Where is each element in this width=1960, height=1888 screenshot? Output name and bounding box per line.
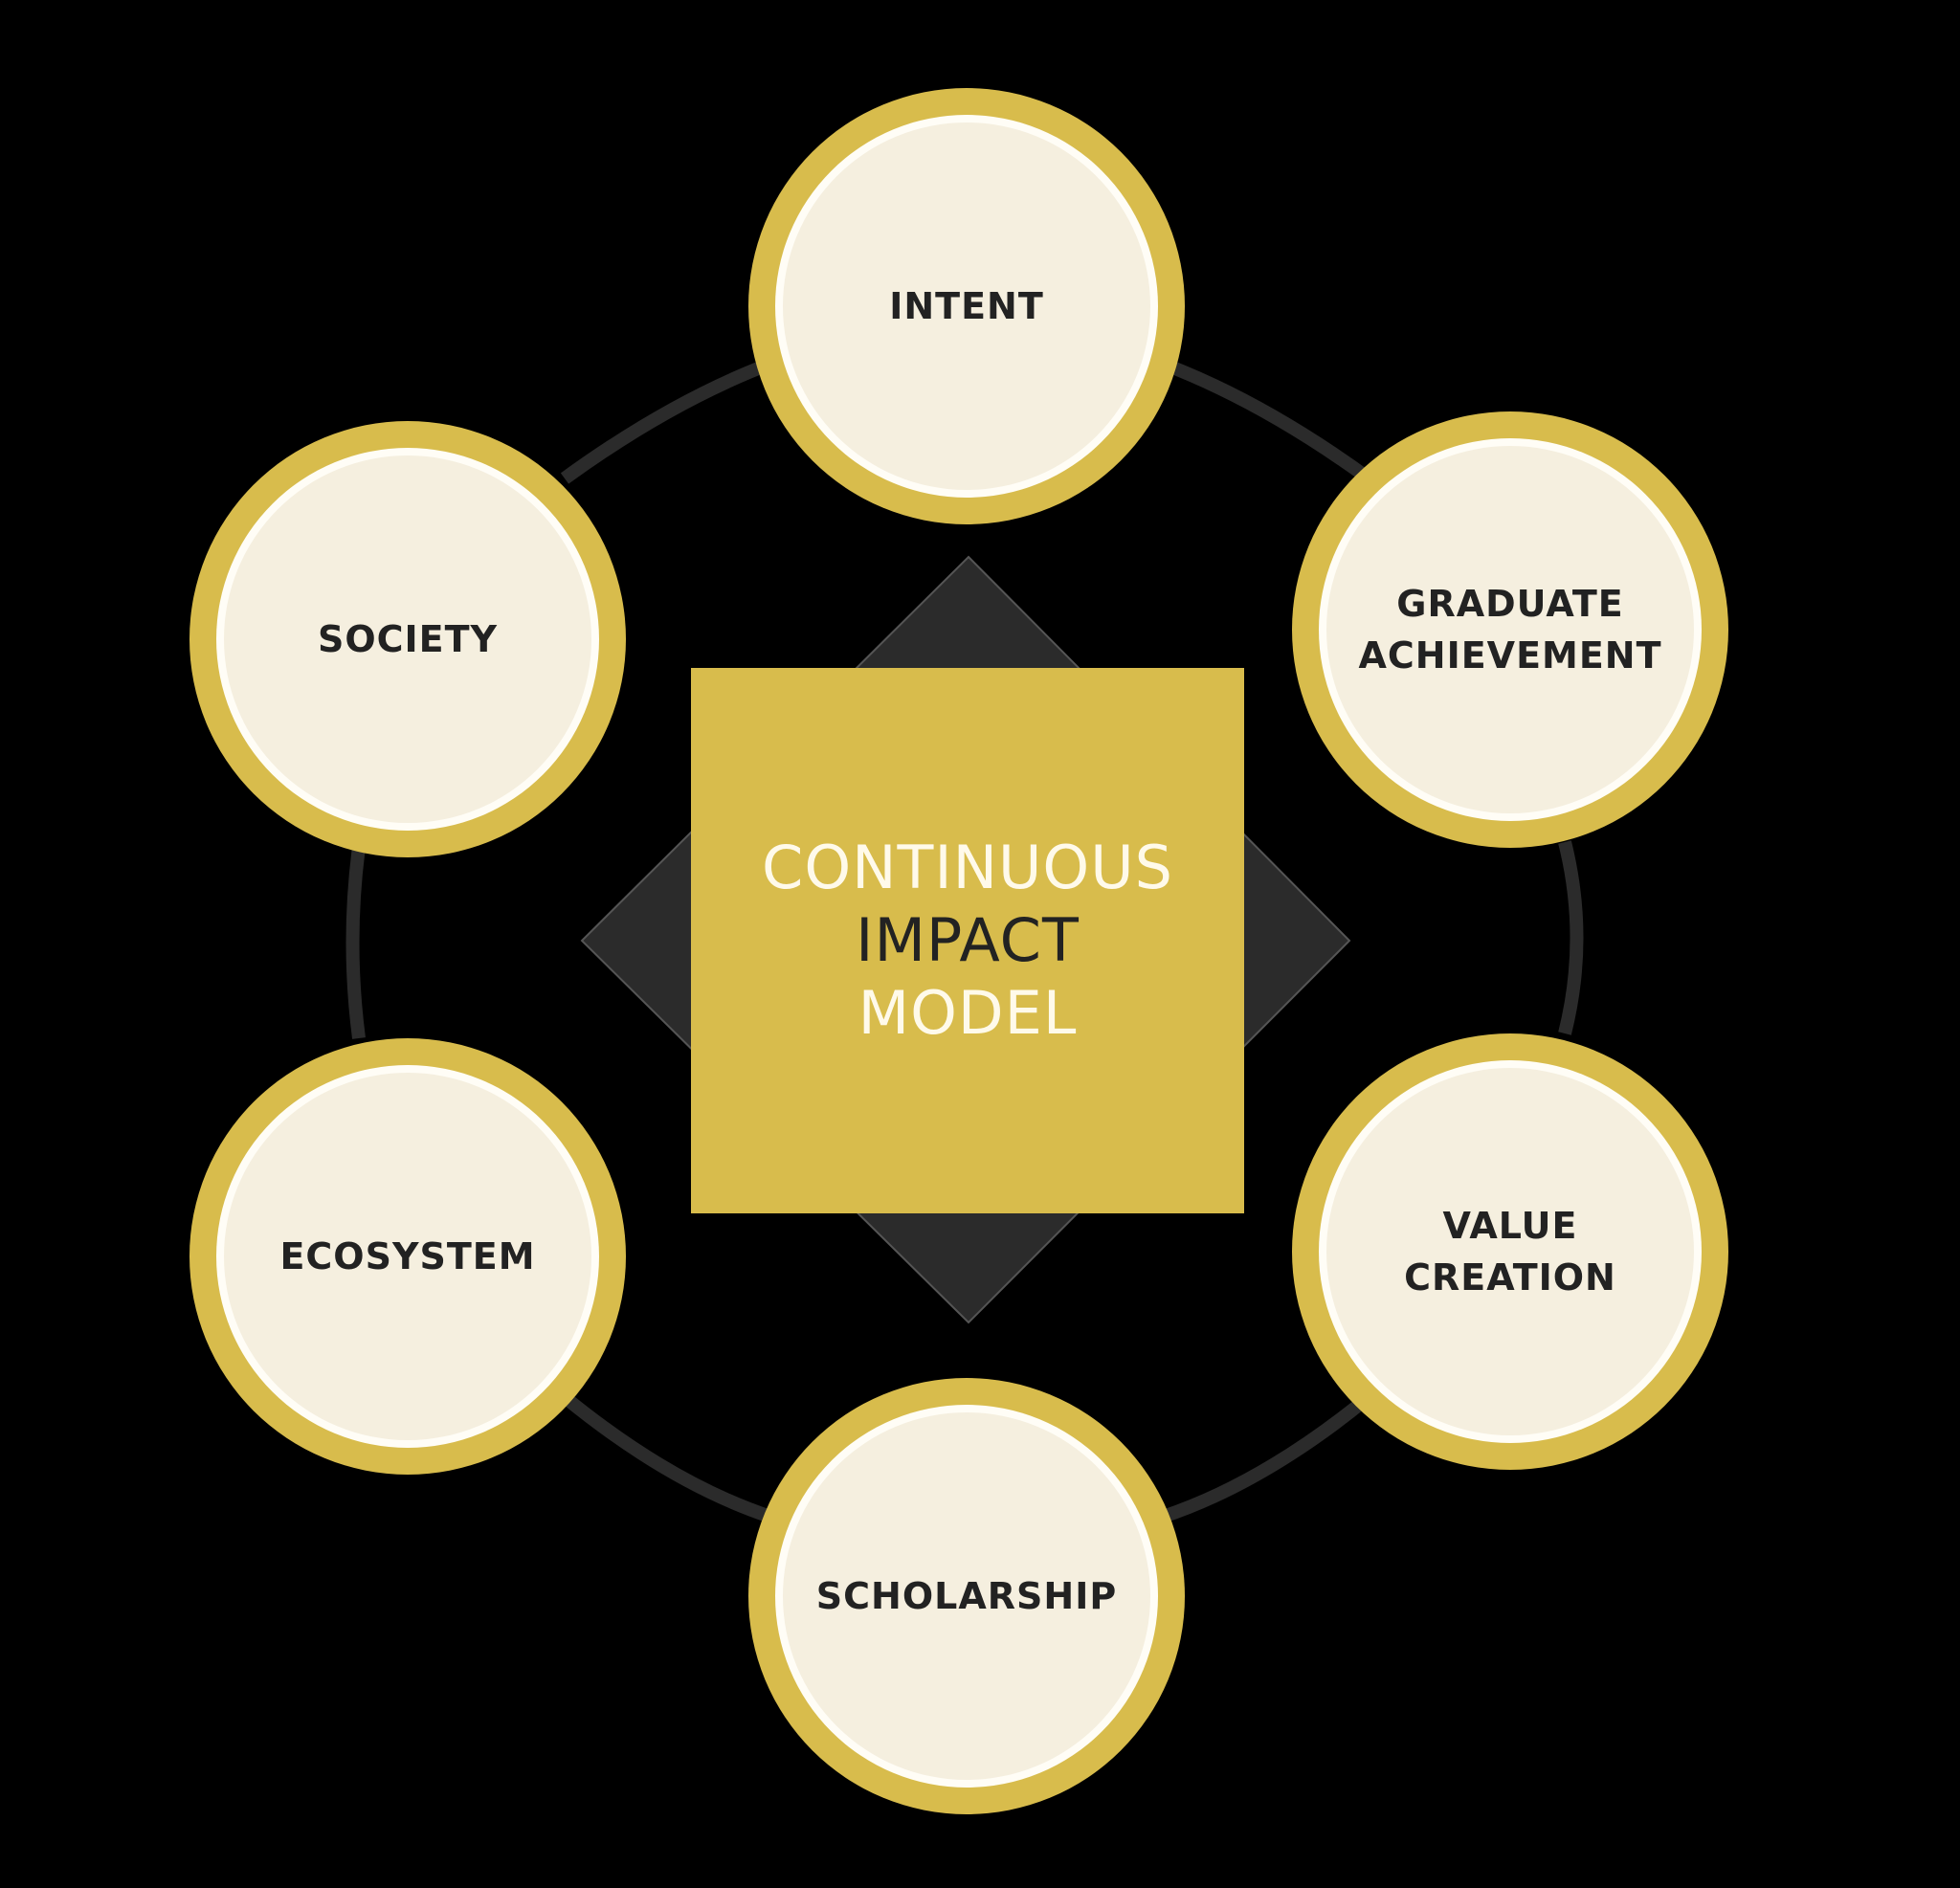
connector-intent-society	[560, 357, 773, 484]
connector-graduate-value	[1558, 840, 1584, 1035]
connector-scholarship-ecosystem	[560, 1391, 773, 1523]
node-label: INTENT	[889, 285, 1044, 327]
node-intent: INTENT	[748, 88, 1185, 524]
node-label: SOCIETY	[317, 618, 499, 660]
node-society: SOCIETY	[189, 421, 626, 857]
node-scholarship: SCHOLARSHIP	[748, 1378, 1185, 1814]
connector-intent-graduate	[1160, 357, 1373, 484]
center-title-line-2: IMPACT	[856, 905, 1080, 975]
connector-society-ecosystem	[345, 846, 366, 1039]
center-title-box: CONTINUOUS IMPACT MODEL	[691, 668, 1244, 1213]
node-label: SCHOLARSHIP	[815, 1575, 1118, 1617]
center-title-line-3: MODEL	[858, 978, 1078, 1048]
node-graduate-achievement: GRADUATE ACHIEVEMENT	[1292, 411, 1728, 848]
node-value-creation: VALUE CREATION	[1292, 1033, 1728, 1470]
node-label: ECOSYSTEM	[279, 1235, 536, 1277]
node-label: VALUE CREATION	[1404, 1205, 1616, 1299]
node-label: GRADUATE ACHIEVEMENT	[1358, 583, 1662, 677]
center-title-line-1: CONTINUOUS	[762, 833, 1173, 902]
connector-value-scholarship	[1160, 1391, 1373, 1523]
node-ecosystem: ECOSYSTEM	[189, 1038, 626, 1475]
